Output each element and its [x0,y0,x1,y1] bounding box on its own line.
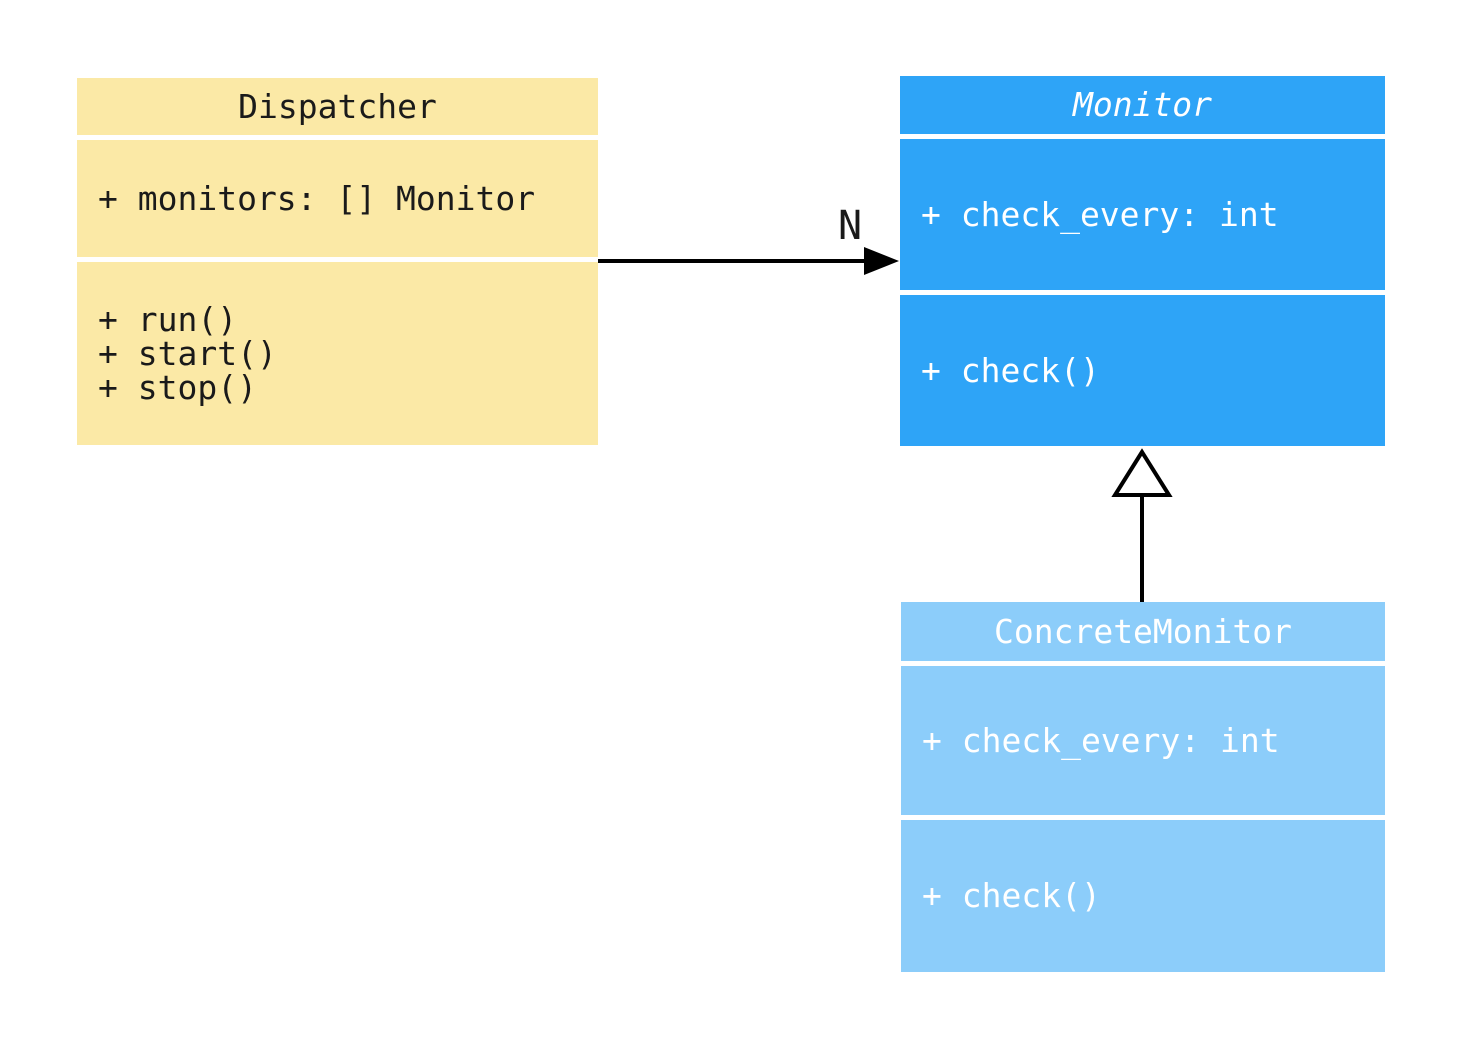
class-box-dispatcher: Dispatcher + monitors: [] Monitor + run(… [77,78,598,445]
class-attributes-concrete-monitor: + check_every: int [901,666,1385,815]
method-start: + start() [98,333,277,373]
class-methods-concrete-monitor: + check() [901,820,1385,972]
class-title-monitor: Monitor [900,76,1385,134]
class-methods-monitor: + check() [900,295,1385,446]
method-check: + check() [922,876,1101,915]
attribute-check-every: + check_every: int [921,194,1279,234]
attribute-check-every: + check_every: int [922,720,1280,760]
class-methods-dispatcher: + run() + start() + stop() [77,262,598,445]
association-arrowhead [864,247,899,275]
class-attributes-monitor: + check_every: int [900,139,1385,290]
class-box-monitor: Monitor + check_every: int + check() [900,76,1385,446]
association-arrow [598,247,899,275]
method-run: + run() [98,299,238,339]
class-box-concrete-monitor: ConcreteMonitor + check_every: int + che… [901,602,1385,972]
method-check: + check() [921,350,1100,390]
association-multiplicity-label: N [837,203,863,249]
inheritance-triangle [1111,448,1173,497]
class-title-concrete-monitor: ConcreteMonitor [901,602,1385,661]
inheritance-arrow [1111,448,1173,602]
method-stop: + stop() [98,367,257,407]
class-title-dispatcher: Dispatcher [77,78,598,135]
class-attributes-dispatcher: + monitors: [] Monitor [77,140,598,257]
attribute-monitors: + monitors: [] Monitor [98,178,536,218]
